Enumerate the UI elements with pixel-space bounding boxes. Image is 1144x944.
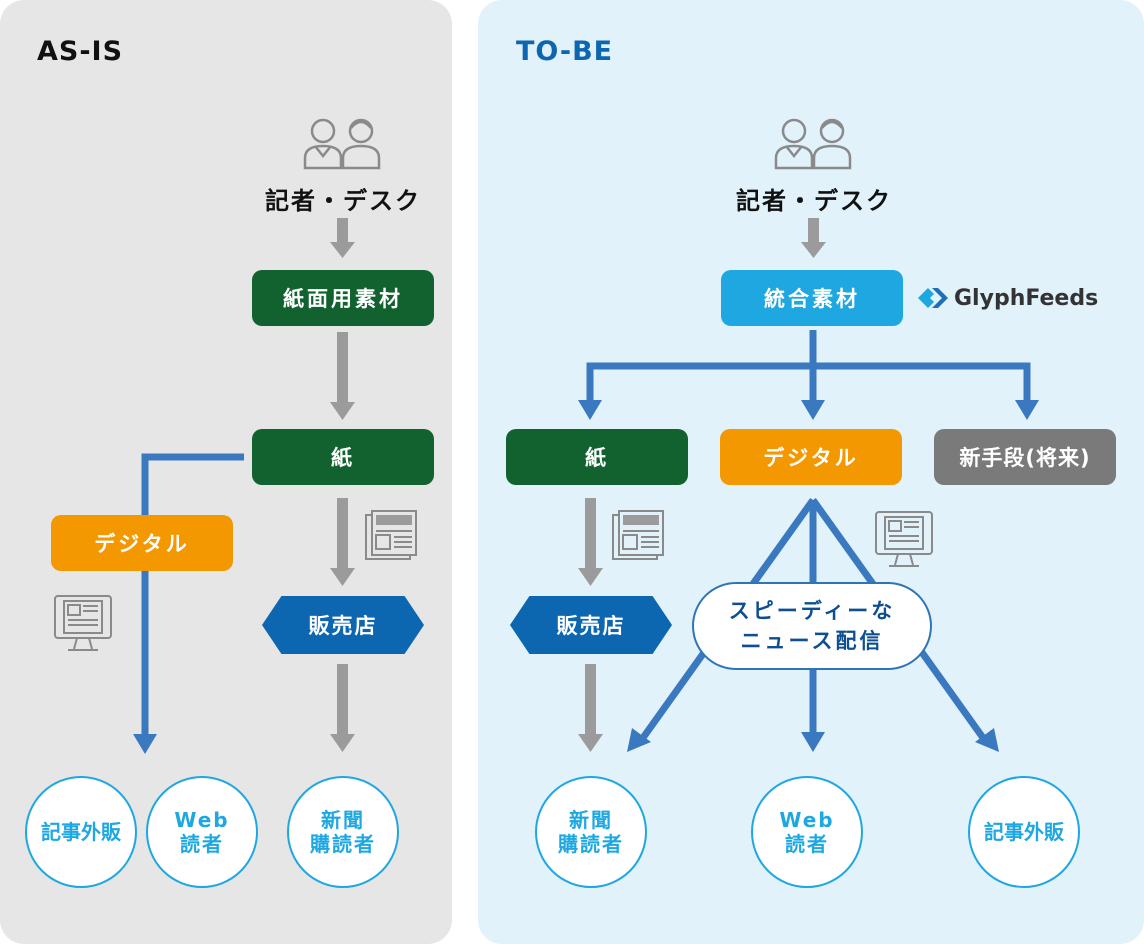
asis-article-sales-circle: 記事外販: [25, 776, 137, 888]
newspaper-icon: [612, 510, 664, 560]
asis-web-label: Web: [174, 808, 230, 832]
asis-actor-label: 記者・デスク: [265, 187, 421, 215]
tobe-article-sales-circle: 記事外販: [968, 776, 1080, 888]
glyphfeeds-logo-icon: [918, 288, 948, 308]
asis-material-box: 紙面用素材: [252, 270, 434, 326]
asis-web-readers-circle: Web 読者: [146, 776, 258, 888]
tobe-actor-label: 記者・デスク: [736, 187, 892, 215]
tobe-article-sales-label: 記事外販: [984, 820, 1064, 844]
tobe-web-readers-circle: Web 読者: [751, 776, 863, 888]
tobe-subscribers-circle: 新聞 購読者: [535, 776, 647, 888]
asis-store-box: 販売店: [262, 596, 424, 654]
asis-readers-label: 読者: [180, 832, 224, 856]
people-icon: [774, 118, 852, 170]
tobe-material-box: 統合素材: [721, 270, 903, 326]
asis-subscribers-label: 購読者: [310, 832, 376, 856]
asis-title: AS-IS: [37, 36, 124, 67]
bubble-line1: スピーディーな: [728, 599, 896, 623]
tobe-web-label: Web: [779, 808, 835, 832]
asis-subscribers-circle: 新聞 購読者: [287, 776, 399, 888]
tobe-digital-box: デジタル: [720, 429, 902, 485]
asis-digital-box: デジタル: [51, 515, 233, 571]
bubble-line2: ニュース配信: [740, 629, 884, 653]
tobe-newspaper-label: 新聞: [569, 808, 613, 832]
asis-article-sales-label: 記事外販: [41, 820, 121, 844]
glyphfeeds-logo-text: GlyphFeeds: [954, 285, 1099, 311]
newspaper-icon: [365, 510, 417, 560]
computer-icon: [875, 511, 933, 567]
tobe-new-means-box: 新手段(将来): [934, 429, 1116, 485]
people-icon: [303, 118, 381, 170]
asis-paper-box: 紙: [252, 429, 434, 485]
computer-icon: [54, 595, 112, 651]
glyphfeeds-logo: GlyphFeeds: [916, 283, 1098, 313]
tobe-subscribers-label: 購読者: [558, 832, 624, 856]
tobe-readers-label: 読者: [785, 832, 829, 856]
speedy-news-bubble: スピーディーな ニュース配信: [692, 582, 932, 670]
tobe-title: TO-BE: [516, 36, 614, 67]
tobe-paper-box: 紙: [506, 429, 688, 485]
tobe-store-box: 販売店: [510, 596, 672, 654]
asis-newspaper-label: 新聞: [321, 808, 365, 832]
